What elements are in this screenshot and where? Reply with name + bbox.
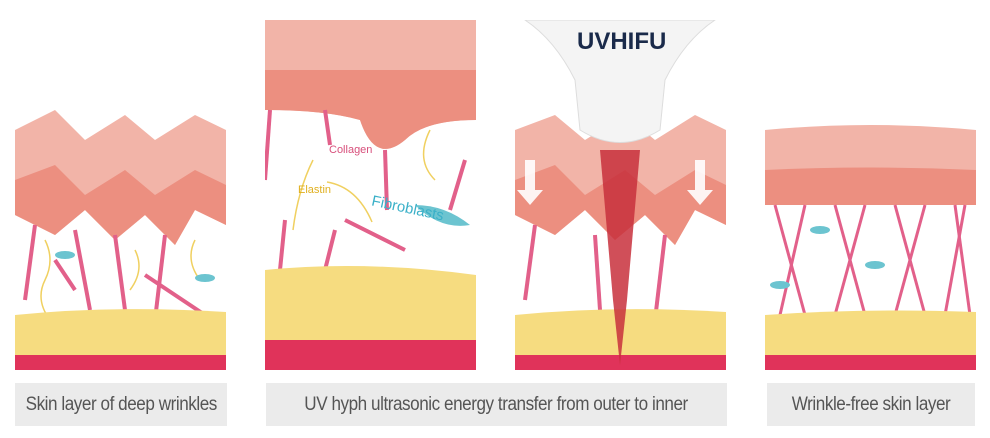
collagen-fibers (23, 224, 207, 321)
caption-text: Skin layer of deep wrinkles (25, 393, 217, 415)
caption-text: Wrinkle-free skin layer (791, 393, 951, 415)
uvhifu-logo: UVHIFU (577, 28, 667, 55)
collagen-label: Collagen (329, 144, 373, 156)
wrinkle-free-skin-illustration (765, 20, 976, 370)
caption-wrinkle-free: Wrinkle-free skin layer (767, 383, 975, 426)
caption-deep-wrinkles: Skin layer of deep wrinkles (15, 383, 227, 426)
skin-structure-closeup: Collagen Elastin Fibroblasts (265, 20, 476, 370)
wrinkled-skin-illustration (15, 20, 226, 370)
caption-text: UV hyph ultrasonic energy transfer from … (304, 393, 689, 415)
caption-energy-transfer: UV hyph ultrasonic energy transfer from … (266, 383, 727, 426)
hifu-treatment-illustration: UVHIFU (515, 20, 726, 370)
energy-arrow (600, 150, 640, 365)
hifu-device (524, 20, 716, 143)
elastin-label: Elastin (298, 184, 332, 196)
